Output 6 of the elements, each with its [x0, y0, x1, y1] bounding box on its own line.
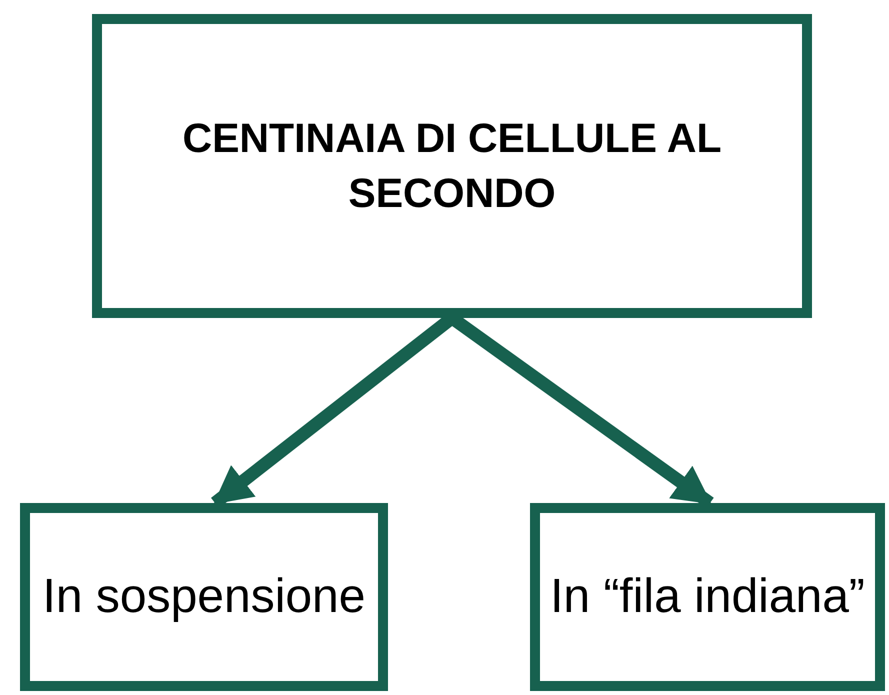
text-box: [530, 503, 885, 691]
text-box: [20, 503, 388, 691]
box-text: CENTINAIA DI CELLULE AL SECONDO: [181, 114, 723, 218]
text-box: [92, 14, 812, 318]
box-text: In sospensione: [42, 568, 366, 625]
box-text: In “fila indiana”: [550, 568, 865, 625]
